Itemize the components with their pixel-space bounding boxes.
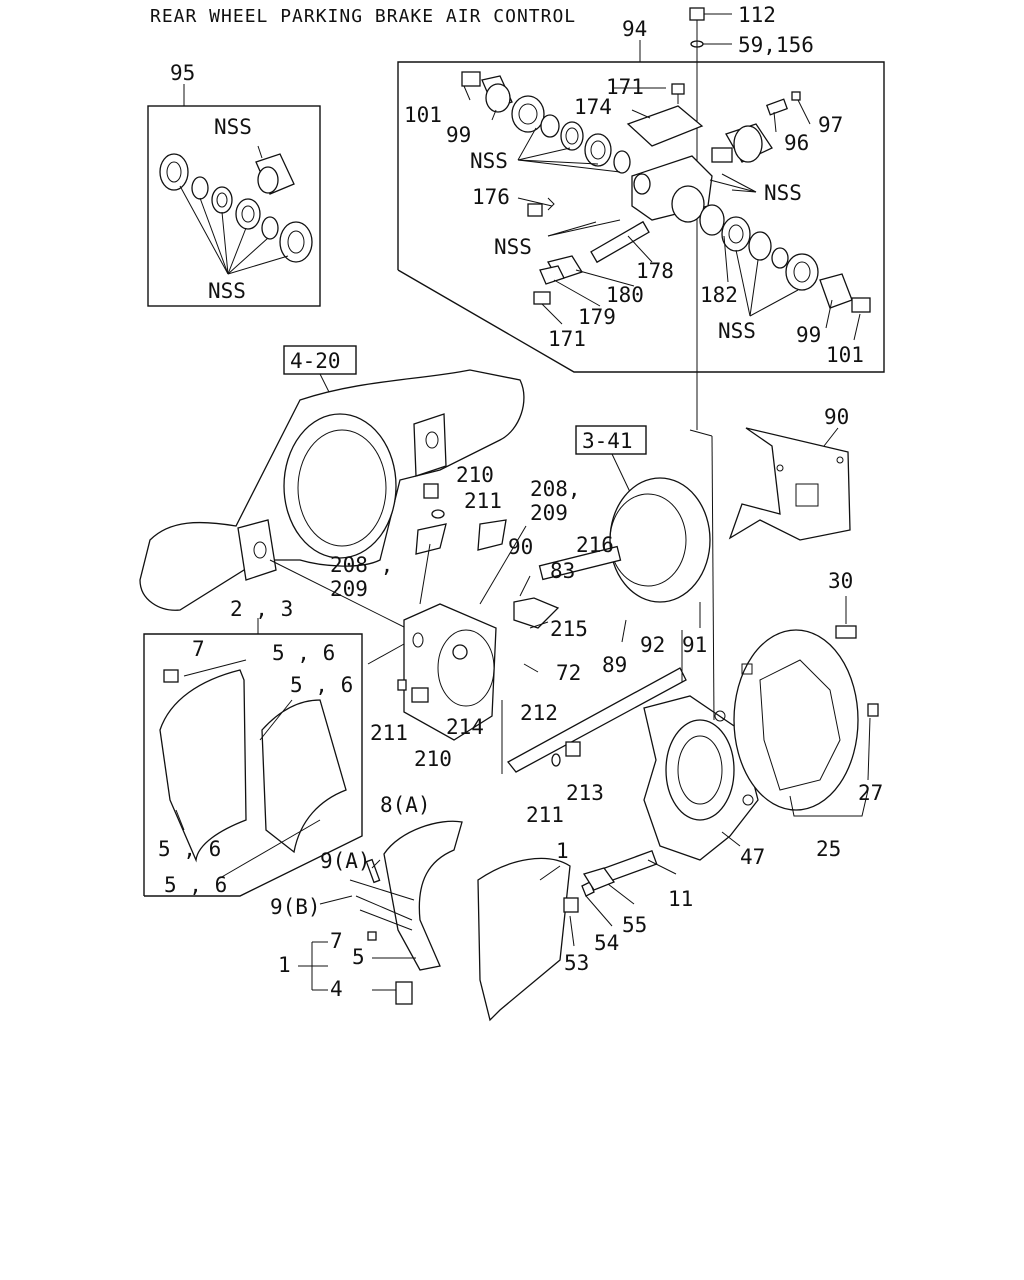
label-208-left: 208 , [330, 553, 393, 577]
label-215: 215 [550, 617, 588, 641]
brake-spider [643, 695, 759, 861]
label-5-6-b: 5 , 6 [290, 673, 353, 697]
label-171-top: 171 [606, 75, 644, 99]
center-bracket [367, 483, 507, 741]
label-176: 176 [472, 185, 510, 209]
label-83: 83 [550, 559, 575, 583]
label-nss-d: NSS [718, 319, 756, 343]
label-212: 212 [520, 701, 558, 725]
label-9b: 9(B) [270, 895, 321, 919]
label-53: 53 [564, 951, 589, 975]
label-90-right: 90 [824, 405, 849, 429]
label-211-left: 211 [370, 721, 408, 745]
label-210-left: 210 [414, 747, 452, 771]
label-5-6-c: 5 , 6 [158, 837, 221, 861]
label-7-bottom: 7 [330, 929, 343, 953]
label-47: 47 [740, 845, 765, 869]
rod-212 [501, 630, 687, 774]
label-216: 216 [576, 533, 614, 557]
label-95: 95 [170, 61, 195, 85]
label-90-center: 90 [508, 535, 533, 559]
label-101-bottom: 101 [826, 343, 864, 367]
label-1-group: 1 [278, 953, 291, 977]
label-96: 96 [784, 131, 809, 155]
brake-shoe [298, 820, 677, 1022]
label-2-3: 2 , 3 [230, 597, 293, 621]
label-91: 91 [682, 633, 707, 657]
dust-shield [733, 596, 879, 817]
label-nss-b: NSS [764, 181, 802, 205]
label-27: 27 [858, 781, 883, 805]
diagram-title: REAR WHEEL PARKING BRAKE AIR CONTROL [150, 6, 576, 27]
label-97: 97 [818, 113, 843, 137]
label-180: 180 [606, 283, 644, 307]
label-99-top: 99 [446, 123, 471, 147]
label-179: 179 [578, 305, 616, 329]
axle-housing [139, 345, 525, 631]
label-211-bottom: 211 [526, 803, 564, 827]
label-4: 4 [330, 977, 343, 1001]
label-89: 89 [602, 653, 627, 677]
label-171-bottom: 171 [548, 327, 586, 351]
label-112: 112 [738, 3, 776, 27]
label-210-top: 210 [456, 463, 494, 487]
label-25: 25 [816, 837, 841, 861]
label-8a: 8(A) [380, 793, 431, 817]
label-209-left: 209 [330, 577, 368, 601]
box-94 [397, 7, 885, 430]
label-nss-c: NSS [494, 235, 532, 259]
label-209-right: 209 [530, 501, 568, 525]
label-11: 11 [668, 887, 693, 911]
label-1-shoe: 1 [556, 839, 569, 863]
label-59-156: 59,156 [738, 33, 814, 57]
label-101-top: 101 [404, 103, 442, 127]
label-92: 92 [640, 633, 665, 657]
ref-axle: 4-20 [290, 349, 341, 373]
ref-chamber: 3-41 [582, 429, 633, 453]
label-nss-a: NSS [470, 149, 508, 173]
label-55: 55 [622, 913, 647, 937]
label-nss-95-bottom: NSS [208, 279, 246, 303]
bracket-90 [728, 427, 851, 541]
label-9a: 9(A) [320, 849, 371, 873]
label-213: 213 [566, 781, 604, 805]
box-2-3 [143, 618, 363, 897]
label-5: 5 [352, 945, 365, 969]
label-7-top: 7 [192, 637, 205, 661]
brake-chamber [513, 425, 711, 629]
label-nss-95-top: NSS [214, 115, 252, 139]
label-5-6-a: 5 , 6 [272, 641, 335, 665]
label-54: 54 [594, 931, 619, 955]
box-95 [147, 84, 321, 307]
label-208-right: 208, [530, 477, 581, 501]
label-214: 214 [446, 715, 484, 739]
label-182: 182 [700, 283, 738, 307]
label-5-6-d: 5 , 6 [164, 873, 227, 897]
label-174: 174 [574, 95, 612, 119]
label-99-bottom: 99 [796, 323, 821, 347]
label-30: 30 [828, 569, 853, 593]
label-178: 178 [636, 259, 674, 283]
label-72: 72 [556, 661, 581, 685]
label-94: 94 [622, 17, 647, 41]
label-211-top: 211 [464, 489, 502, 513]
